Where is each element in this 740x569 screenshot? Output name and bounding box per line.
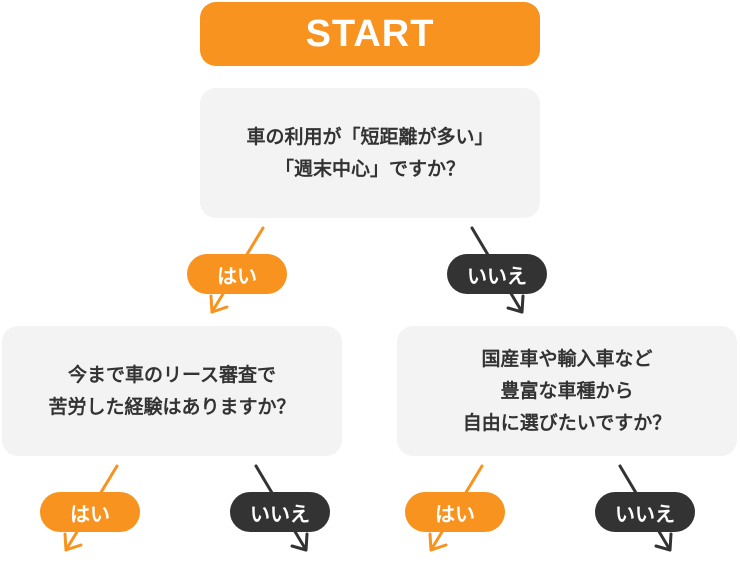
question-3-box: 国産車や輸入車など 豊富な車種から 自由に選びたいですか？ — [397, 326, 737, 456]
yes-label: はい — [435, 501, 475, 526]
question-1-box: 車の利用が「短距離が多い」 「週末中心」ですか？ — [200, 88, 540, 218]
q2-no-badge: いいえ — [230, 492, 330, 532]
question-2-line-2: 苦労した経験はありますか？ — [48, 396, 296, 418]
q2-yes-badge: はい — [40, 492, 140, 532]
q3-no-badge: いいえ — [595, 492, 695, 532]
yes-label: はい — [217, 263, 257, 288]
no-label: いいえ — [250, 501, 310, 526]
q1-no-badge: いいえ — [447, 254, 547, 294]
question-1-line-2: 「週末中心」ですか？ — [274, 158, 465, 180]
start-node: START — [200, 2, 540, 66]
question-1-line-1: 車の利用が「短距離が多い」 — [246, 126, 494, 148]
yes-label: はい — [70, 501, 110, 526]
question-2-line-1: 今まで車のリース審査で — [67, 364, 277, 386]
question-3-line-2: 豊富な車種から — [500, 380, 634, 402]
q1-yes-badge: はい — [187, 254, 287, 294]
question-3-line-3: 自由に選びたいですか？ — [462, 412, 672, 434]
start-label: START — [305, 12, 435, 55]
no-label: いいえ — [467, 263, 527, 288]
question-3-line-1: 国産車や輸入車など — [481, 348, 653, 370]
q3-yes-badge: はい — [405, 492, 505, 532]
no-label: いいえ — [615, 501, 675, 526]
question-2-box: 今まで車のリース審査で 苦労した経験はありますか？ — [2, 326, 342, 456]
